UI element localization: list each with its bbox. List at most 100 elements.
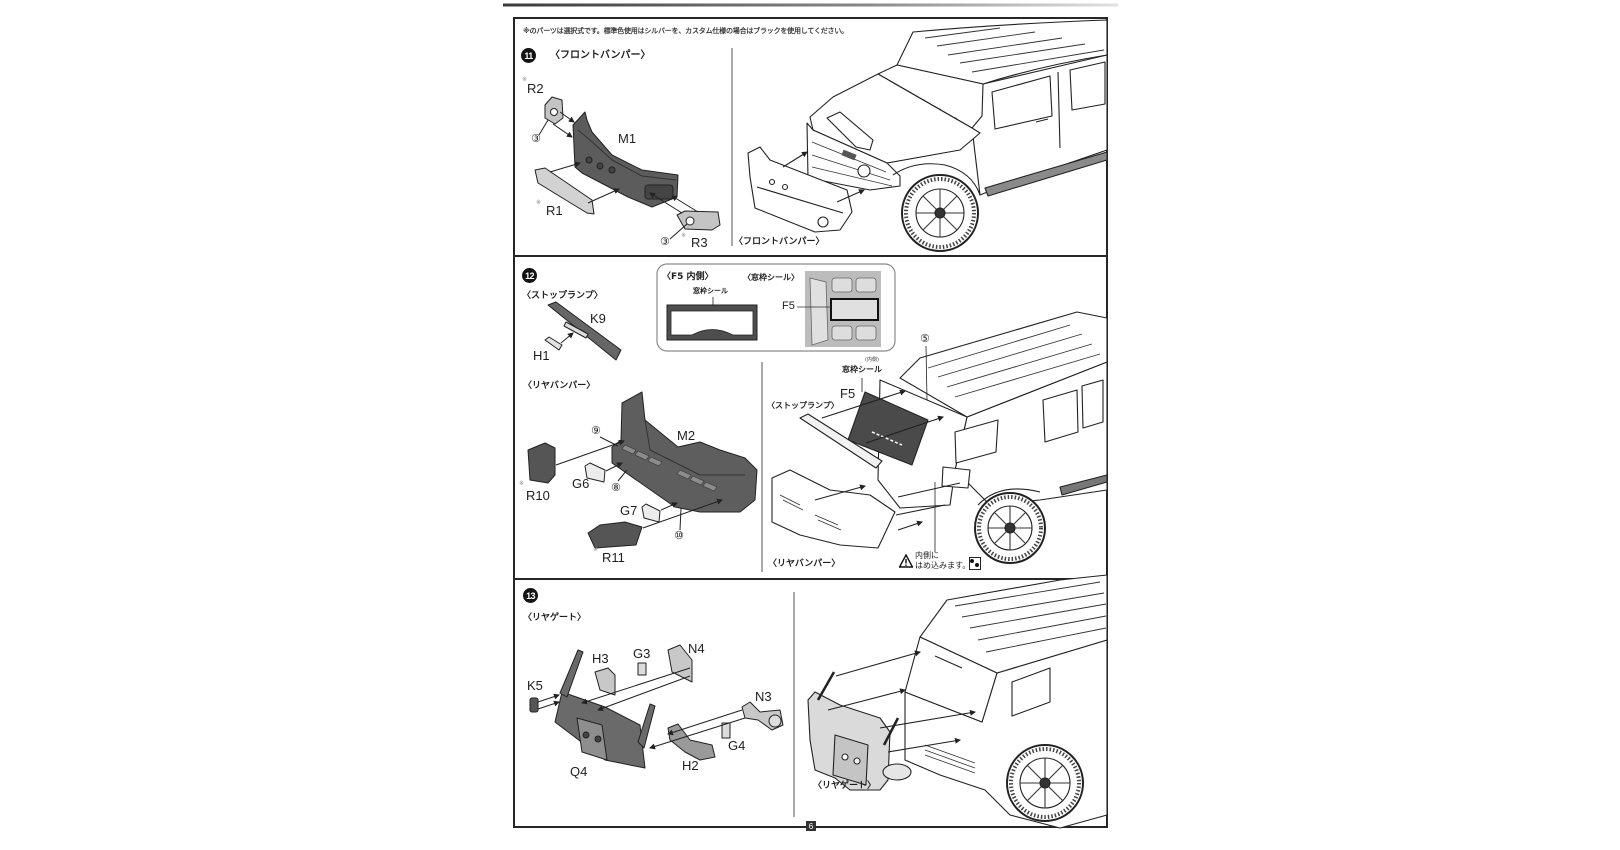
assembly-arrow xyxy=(597,675,691,712)
sticker-frame-f5 xyxy=(830,298,879,321)
part-m1-hole xyxy=(608,166,616,174)
sticker-window xyxy=(855,325,877,341)
leader-line xyxy=(679,507,682,531)
car-roof xyxy=(896,19,1108,85)
tailgate-plate-recess xyxy=(832,734,869,786)
step13-title: 〈リヤゲート〉 xyxy=(523,613,587,623)
adhesive-ref-label: ③ xyxy=(660,235,670,248)
roof-ribs xyxy=(954,581,1107,653)
inset-part-label-f5: F5 xyxy=(782,300,795,312)
bumper-hole xyxy=(768,178,776,186)
adhesive-ref-label: ⑤ xyxy=(920,332,930,345)
assembly-arrow xyxy=(897,520,923,531)
car-windshield-cowl xyxy=(877,64,984,129)
car-taillight xyxy=(941,466,971,489)
car-window-rear xyxy=(1069,61,1106,111)
part-g3-shape xyxy=(637,662,647,676)
frame-rail xyxy=(897,482,961,498)
part-label-r2: R2 xyxy=(527,81,544,96)
optional-mark: ※ xyxy=(519,480,525,487)
f5-inset-panel xyxy=(656,263,896,352)
tailgate-hole xyxy=(841,753,849,761)
rear-bumper-title: 〈リヤバンパー〉 xyxy=(523,381,596,391)
frame-rail xyxy=(895,504,946,516)
car-rear-glass xyxy=(904,636,998,723)
assembly-arrow xyxy=(836,189,865,203)
step11-assembly-caption: 〈フロントバンパー〉 xyxy=(734,237,825,247)
part-r3-lamp xyxy=(685,216,695,226)
optional-mark: ※ xyxy=(593,546,599,553)
q4-right-post xyxy=(637,703,656,749)
car-door-handle xyxy=(1035,118,1049,123)
assembly-arrow xyxy=(887,737,961,753)
cargo-floor-treads xyxy=(924,744,976,774)
assembly-arrow xyxy=(827,688,906,711)
part-label-r10: R10 xyxy=(526,488,550,503)
part-label-g4: G4 xyxy=(728,738,746,753)
leader-line xyxy=(925,345,928,401)
adhesive-ref-label: ⑨ xyxy=(591,424,601,437)
q4-left-post xyxy=(559,649,584,698)
wheel-tread xyxy=(977,495,1043,561)
part-label-r1: R1 xyxy=(546,203,563,218)
part-r1-shape xyxy=(534,167,595,215)
wheel-hub xyxy=(1004,522,1016,534)
assembly-arrow xyxy=(821,389,906,419)
assembled-stop-lamp xyxy=(799,413,883,469)
part-r2-lamp xyxy=(550,108,558,116)
step11-title: 〈フロントバンパー〉 xyxy=(550,50,651,61)
part-n3-boss xyxy=(768,714,782,728)
optional-mark: ※ xyxy=(522,76,528,83)
part-m2-shape xyxy=(611,391,758,513)
assembly-arrow xyxy=(560,332,574,344)
step-number-badge: 11 xyxy=(521,48,536,63)
sticker-window xyxy=(831,325,853,341)
part-h1-shape xyxy=(544,336,563,351)
step13-exploded-parts xyxy=(529,644,784,769)
step11-exploded-parts xyxy=(534,96,721,240)
part-label-g6: G6 xyxy=(572,476,590,491)
car-side-window xyxy=(1081,379,1104,429)
assembly-arrow xyxy=(552,123,573,138)
part-g6-shape xyxy=(584,462,606,483)
adhesive-ref-label: ③ xyxy=(531,132,541,145)
tailgate-post xyxy=(882,717,900,746)
assembly-arrow xyxy=(581,667,691,705)
part-label-k9: K9 xyxy=(590,311,606,326)
step13-assembled-car xyxy=(807,574,1108,829)
optional-parts-note: ※のパーツは選択式です。標準色使用はシルバーを、カスタム仕様の場合はブラックを使… xyxy=(523,27,848,35)
f5-inner-opening xyxy=(670,310,754,336)
wheel-tread xyxy=(1009,747,1081,819)
car-window xyxy=(991,75,1053,130)
stop-lamp-title: 〈ストップランプ〉 xyxy=(522,291,603,301)
car-door-line xyxy=(1057,71,1061,149)
part-r3-shape xyxy=(676,210,721,231)
part-h3-shape xyxy=(594,667,616,696)
inset-f5-inner-title: 〈F5 内側〉 xyxy=(662,272,714,282)
optional-mark: ※ xyxy=(681,232,687,239)
assembly-arrow xyxy=(879,709,976,729)
assembly-arrow xyxy=(835,650,921,677)
f5-dots xyxy=(871,431,903,446)
assembly-arrow xyxy=(587,188,620,204)
warning-icon xyxy=(899,554,913,568)
assembly-stop-lamp-caption: 〈ストップランプ〉 xyxy=(767,401,839,410)
inset-sticker-title: 〈窓枠シール〉 xyxy=(743,273,799,282)
bumper-hole xyxy=(781,183,789,191)
step-number-badge: 13 xyxy=(523,588,538,603)
step11-assembled-car xyxy=(747,19,1108,252)
leader-line xyxy=(669,223,688,240)
wheel-hub xyxy=(1039,777,1051,789)
part-m1-edge xyxy=(577,129,677,181)
part-label-h1: H1 xyxy=(533,348,550,363)
assembly-sticker-label: 窓枠シール xyxy=(842,365,882,374)
part-g7-shape xyxy=(641,503,661,523)
adhesive-ref-label: ⑩ xyxy=(674,529,684,542)
assembly-arrow xyxy=(549,161,581,173)
car-fender-arch xyxy=(977,488,1041,506)
car-fender-arch xyxy=(892,163,981,196)
tailgate-post xyxy=(816,671,836,701)
assembly-inner-note: (内側) xyxy=(865,357,879,363)
page-number: 6 xyxy=(806,821,816,831)
part-m1-foglamp-recess xyxy=(644,184,674,200)
